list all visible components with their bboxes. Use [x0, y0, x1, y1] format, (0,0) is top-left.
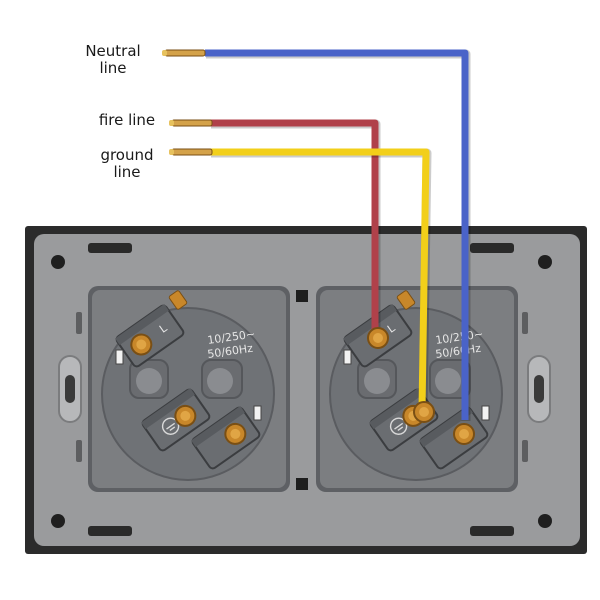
clip-top-right — [470, 243, 514, 253]
neutral-label-line-2: line — [99, 59, 127, 77]
side-slot-left — [58, 355, 82, 423]
mounting-hole-bottom-left — [51, 514, 65, 528]
neutral-terminal-block: N — [191, 406, 261, 470]
pin-hole-left — [364, 368, 390, 394]
neutral-wire — [205, 49, 469, 420]
neutral-wire-tip — [164, 49, 206, 57]
edge-tab-left-lower — [76, 440, 82, 462]
fire-line-label: fire line — [88, 112, 166, 129]
edge-tab-right-lower — [522, 440, 528, 462]
fire-label-line-1: fire line — [98, 111, 156, 129]
ground-terminal-block — [141, 388, 211, 452]
edge-tab-left-upper — [76, 312, 82, 334]
center-tab-top — [296, 290, 308, 302]
ground-wire — [210, 148, 430, 411]
fire-wire-tip — [171, 119, 213, 127]
fire-wire — [210, 119, 379, 336]
pin-hole-right — [207, 368, 233, 394]
wires — [162, 49, 471, 421]
clip-top-left — [88, 243, 132, 253]
mounting-hole-top-right — [538, 255, 552, 269]
neutral-line-label: Neutral line — [78, 43, 148, 77]
clip-bottom-left — [88, 526, 132, 536]
ground-wire-tip — [171, 148, 213, 156]
pin-hole-left — [136, 368, 162, 394]
mounting-hole-top-left — [51, 255, 65, 269]
rating-text-line-2: 50/60Hz — [435, 342, 482, 361]
rating-text-line-2: 50/60Hz — [207, 342, 254, 361]
edge-tab-right-upper — [522, 312, 528, 334]
socket-module-2: 10/250~50/60HzLN — [316, 286, 518, 492]
ground-label-line-2: line — [113, 163, 141, 181]
mounting-hole-bottom-right — [538, 514, 552, 528]
ground-label-line-1: ground — [100, 146, 154, 164]
ground-line-label: ground line — [92, 147, 162, 181]
live-terminal-block: L — [115, 304, 185, 368]
pin-hole-right — [435, 368, 461, 394]
wired-terminals — [367, 327, 475, 445]
side-slot-right — [527, 355, 551, 423]
socket-module-1: 10/250~50/60HzLN — [88, 286, 290, 492]
clip-bottom-right — [470, 526, 514, 536]
neutral-label-line-1: Neutral — [85, 42, 141, 60]
center-tab-bottom — [296, 478, 308, 490]
